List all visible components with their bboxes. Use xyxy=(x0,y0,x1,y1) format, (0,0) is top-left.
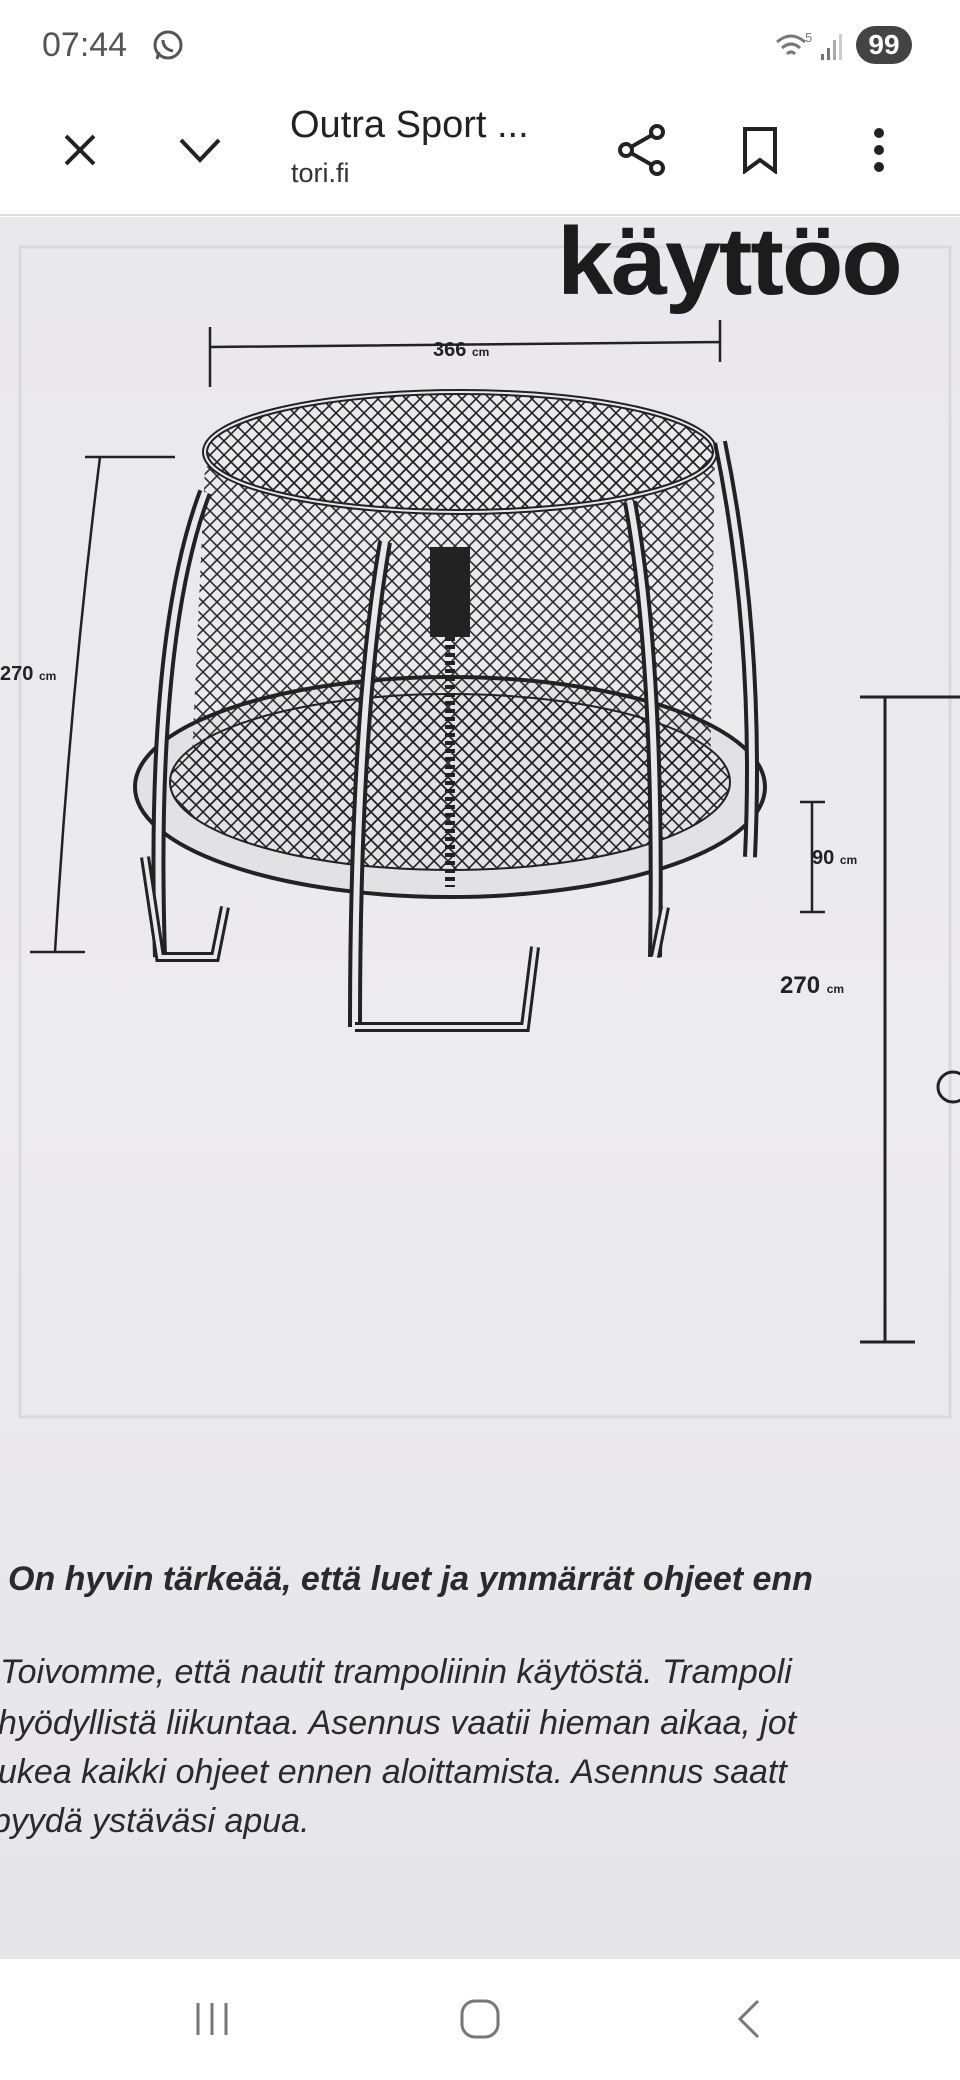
more-options-button[interactable] xyxy=(849,120,909,180)
whatsapp-icon xyxy=(153,30,183,60)
minimize-button[interactable] xyxy=(170,120,230,180)
right-height-line xyxy=(860,695,960,1344)
more-vert-icon xyxy=(874,128,884,172)
back-icon xyxy=(737,1999,760,2039)
battery-indicator: 99 xyxy=(856,26,912,64)
manual-heading: käyttöo xyxy=(557,217,903,315)
custom-tab-toolbar: Outra Sport ... tori.fi xyxy=(0,90,960,216)
recents-icon xyxy=(196,2003,228,2035)
home-button[interactable] xyxy=(445,1989,515,2049)
page-url[interactable]: tori.fi xyxy=(291,158,350,188)
svg-text:5: 5 xyxy=(805,30,812,45)
trampoline-diagram xyxy=(18,245,960,1419)
important-note: On hyvin tärkeää, että luet ja ymmärrät … xyxy=(8,1560,813,1598)
recents-button[interactable] xyxy=(177,1989,247,2049)
share-icon xyxy=(618,124,665,176)
left-height-label: 270 cm xyxy=(0,663,57,685)
width-label: 366 cm xyxy=(433,339,490,361)
manual-photo: käyttöo 366 cm 270 cm 90 cm 270 cm On hy… xyxy=(0,217,960,1959)
right-height-label: 270 cm xyxy=(780,972,845,999)
system-nav-bar xyxy=(0,1959,960,2080)
close-button[interactable] xyxy=(50,120,110,180)
paragraph-line: Toivomme, että nautit trampoliinin käytö… xyxy=(0,1653,792,1691)
wifi-signal-icon: 5 xyxy=(776,30,842,60)
status-bar: 07:44 5 99 xyxy=(0,0,960,90)
chevron-down-icon xyxy=(179,138,221,163)
bookmark-icon xyxy=(743,127,777,174)
paragraph-line: hyödyllistä liikuntaa. Asennus vaatii hi… xyxy=(0,1704,797,1742)
back-button[interactable] xyxy=(714,1989,784,2049)
close-icon xyxy=(64,134,96,166)
paragraph-line: pyydä ystäväsi apua. xyxy=(0,1802,310,1840)
width-dimension-line xyxy=(208,320,722,387)
bookmark-button[interactable] xyxy=(730,120,790,180)
page-title: Outra Sport ... xyxy=(290,104,529,146)
frame-height-label: 90 cm xyxy=(812,847,858,869)
height-dimension-line xyxy=(30,455,175,954)
share-button[interactable] xyxy=(612,120,672,180)
paragraph-line: ukea kaikki ohjeet ennen aloittamista. A… xyxy=(0,1753,787,1791)
clock: 07:44 xyxy=(42,26,128,64)
home-icon xyxy=(460,1999,500,2039)
